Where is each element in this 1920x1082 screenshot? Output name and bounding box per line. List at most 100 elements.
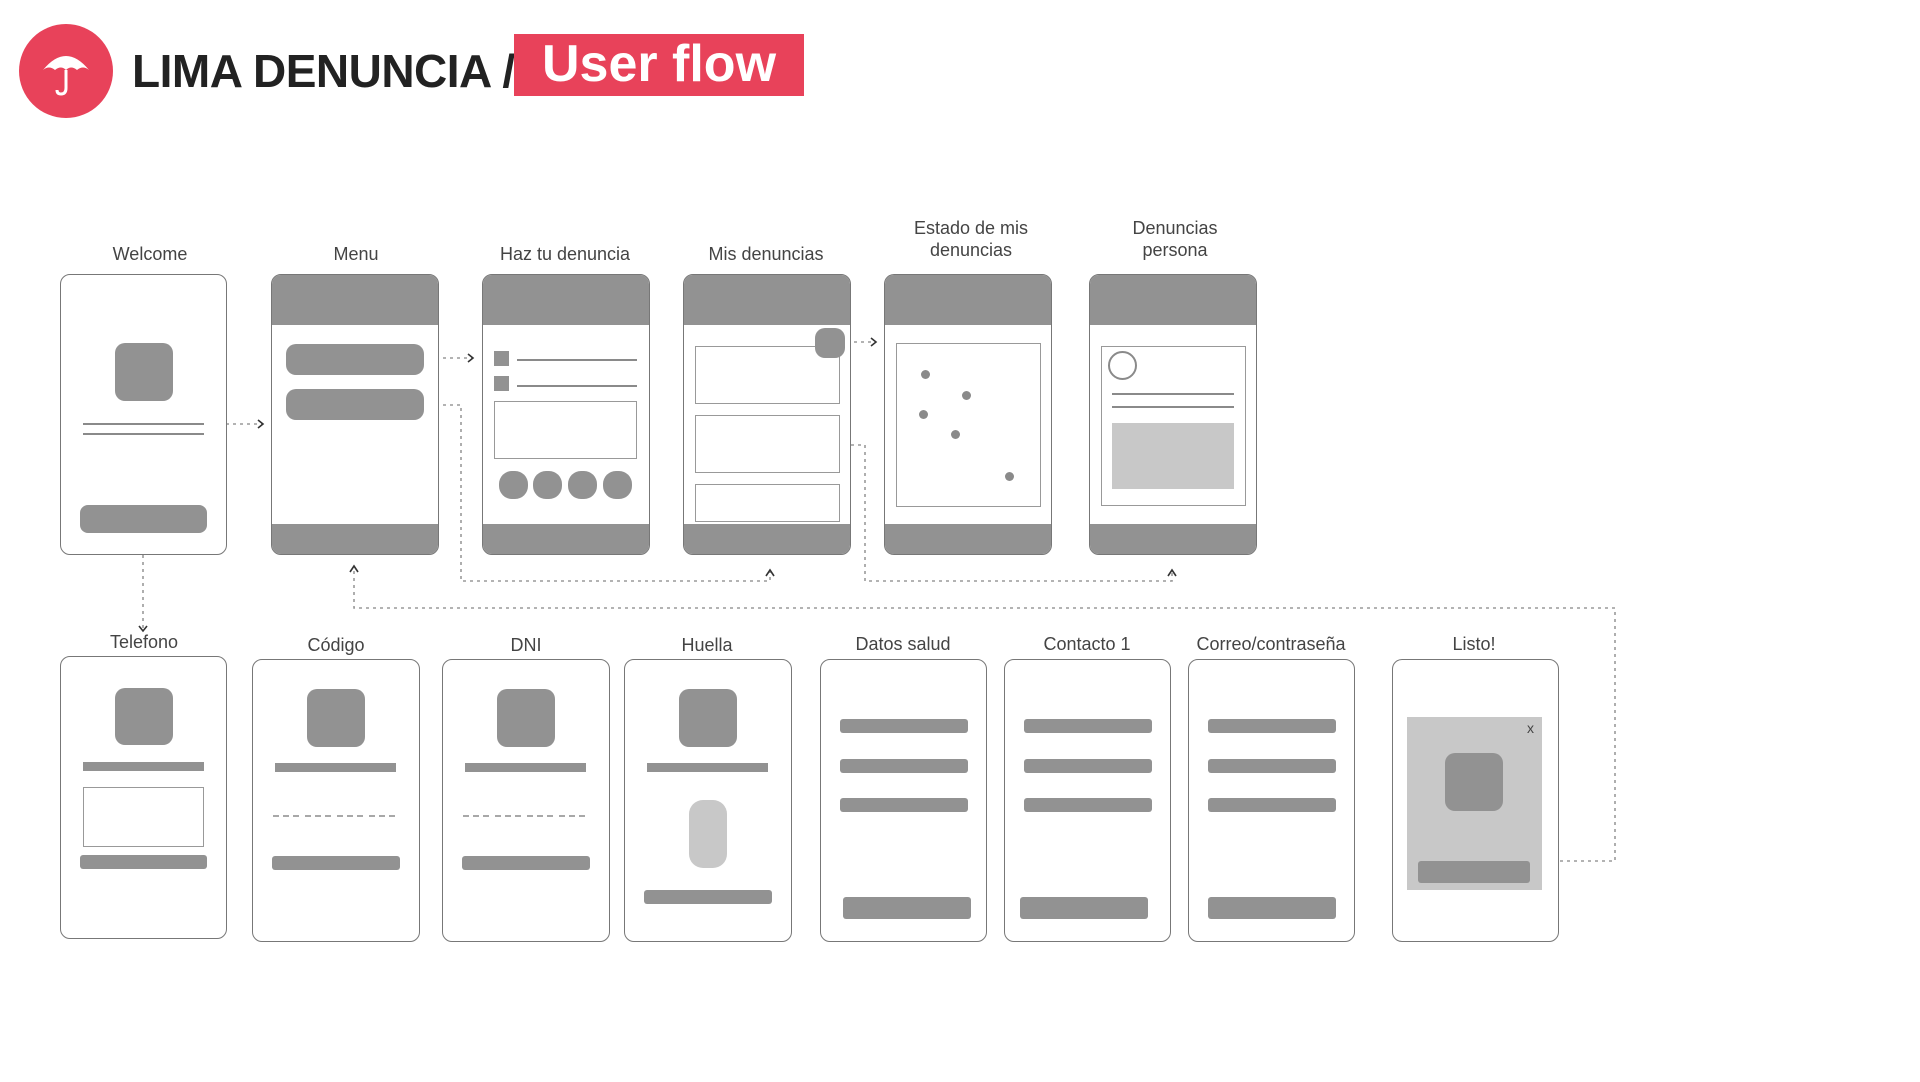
- app-icon-placeholder: [115, 343, 173, 401]
- start-button[interactable]: [80, 505, 207, 533]
- image-placeholder: [1112, 423, 1234, 489]
- top-bar: [684, 275, 850, 325]
- denuncia-card[interactable]: [695, 415, 840, 473]
- label-telefono: Telefono: [109, 632, 179, 652]
- media-button[interactable]: [533, 471, 562, 499]
- screen-correo-contrasena: [1188, 659, 1355, 942]
- email-field[interactable]: [1208, 719, 1336, 733]
- checkbox[interactable]: [494, 376, 509, 391]
- dni-digit-field[interactable]: [495, 815, 521, 817]
- text-line: [517, 385, 637, 387]
- label-contacto-1: Contacto 1: [1043, 634, 1131, 654]
- text-bar: [647, 763, 768, 772]
- screen-contacto-1: [1004, 659, 1171, 942]
- arrow-menu-to-mis-denuncias: [422, 404, 771, 582]
- continue-button[interactable]: [843, 897, 971, 919]
- top-bar: [272, 275, 438, 325]
- label-correo-contrasena: Correo/contraseña: [1196, 634, 1346, 654]
- media-button[interactable]: [603, 471, 632, 499]
- denuncia-card[interactable]: [695, 484, 840, 522]
- label-welcome: Welcome: [112, 244, 188, 264]
- map-area[interactable]: [896, 343, 1041, 507]
- confirm-password-field[interactable]: [1208, 798, 1336, 812]
- bottom-bar: [885, 524, 1051, 554]
- form-field[interactable]: [840, 759, 968, 773]
- label-estado-mis-denuncias: Estado de mis denuncias: [913, 218, 1029, 260]
- label-denuncias-persona: Denuncias persona: [1132, 218, 1218, 260]
- form-field[interactable]: [840, 798, 968, 812]
- map-pin[interactable]: [921, 370, 930, 379]
- dni-digit-field[interactable]: [527, 815, 553, 817]
- user-flow-badge: User flow: [514, 34, 804, 96]
- form-field[interactable]: [1024, 719, 1152, 733]
- screen-dni: [442, 659, 610, 942]
- text-line: [1112, 393, 1234, 395]
- bottom-bar: [483, 524, 649, 554]
- phone-input[interactable]: [83, 787, 204, 847]
- code-digit-field[interactable]: [305, 815, 331, 817]
- register-button[interactable]: [1208, 897, 1336, 919]
- media-button[interactable]: [499, 471, 528, 499]
- done-button[interactable]: [1418, 861, 1530, 883]
- text-bar: [465, 763, 586, 772]
- checkbox[interactable]: [494, 351, 509, 366]
- continue-button[interactable]: [80, 855, 207, 869]
- denuncia-card[interactable]: [695, 346, 840, 404]
- screen-welcome: [60, 274, 227, 555]
- screen-menu: [271, 274, 439, 555]
- arrow-mis-denuncias-to-persona: [837, 444, 1173, 582]
- map-pin[interactable]: [962, 391, 971, 400]
- arrow-listo-to-menu: [353, 568, 1616, 862]
- code-digit-field[interactable]: [273, 815, 299, 817]
- map-pin[interactable]: [1005, 472, 1014, 481]
- continue-button[interactable]: [272, 856, 400, 870]
- screen-denuncias-persona: [1089, 274, 1257, 555]
- form-field[interactable]: [840, 719, 968, 733]
- screen-listo: x: [1392, 659, 1559, 942]
- label-menu: Menu: [333, 244, 379, 264]
- description-input[interactable]: [494, 401, 637, 459]
- screen-datos-salud: [820, 659, 987, 942]
- password-field[interactable]: [1208, 759, 1336, 773]
- fingerprint-icon[interactable]: [689, 800, 727, 868]
- map-pin[interactable]: [951, 430, 960, 439]
- form-field[interactable]: [1024, 759, 1152, 773]
- success-icon: [1445, 753, 1503, 811]
- screen-estado-mis-denuncias: [884, 274, 1052, 555]
- media-button[interactable]: [568, 471, 597, 499]
- icon-placeholder: [307, 689, 365, 747]
- screen-haz-tu-denuncia: [482, 274, 650, 555]
- map-pin[interactable]: [919, 410, 928, 419]
- map-toggle-button[interactable]: [815, 328, 845, 358]
- continue-button[interactable]: [644, 890, 772, 904]
- code-digit-field[interactable]: [337, 815, 363, 817]
- close-icon[interactable]: x: [1527, 720, 1534, 736]
- dni-digit-field[interactable]: [463, 815, 489, 817]
- bottom-bar: [272, 524, 438, 554]
- dni-digit-field[interactable]: [559, 815, 585, 817]
- top-bar: [885, 275, 1051, 325]
- label-haz-tu-denuncia: Haz tu denuncia: [499, 244, 631, 264]
- code-digit-field[interactable]: [369, 815, 395, 817]
- label-huella: Huella: [681, 635, 733, 655]
- label-mis-denuncias: Mis denuncias: [708, 244, 824, 264]
- bottom-bar: [684, 524, 850, 554]
- app-title: LIMA DENUNCIA /: [132, 45, 515, 97]
- umbrella-logo: [19, 24, 113, 118]
- bottom-bar: [1090, 524, 1256, 554]
- menu-option-mis-denuncias[interactable]: [286, 389, 424, 420]
- text-line: [83, 433, 204, 435]
- top-bar: [483, 275, 649, 325]
- label-codigo: Código: [307, 635, 365, 655]
- top-bar: [1090, 275, 1256, 325]
- screen-codigo: [252, 659, 420, 942]
- text-line: [517, 359, 637, 361]
- umbrella-icon: [43, 56, 89, 96]
- form-field[interactable]: [1024, 798, 1152, 812]
- continue-button[interactable]: [462, 856, 590, 870]
- text-bar: [83, 762, 204, 771]
- icon-placeholder: [679, 689, 737, 747]
- continue-button[interactable]: [1020, 897, 1148, 919]
- menu-option-haz-denuncia[interactable]: [286, 344, 424, 375]
